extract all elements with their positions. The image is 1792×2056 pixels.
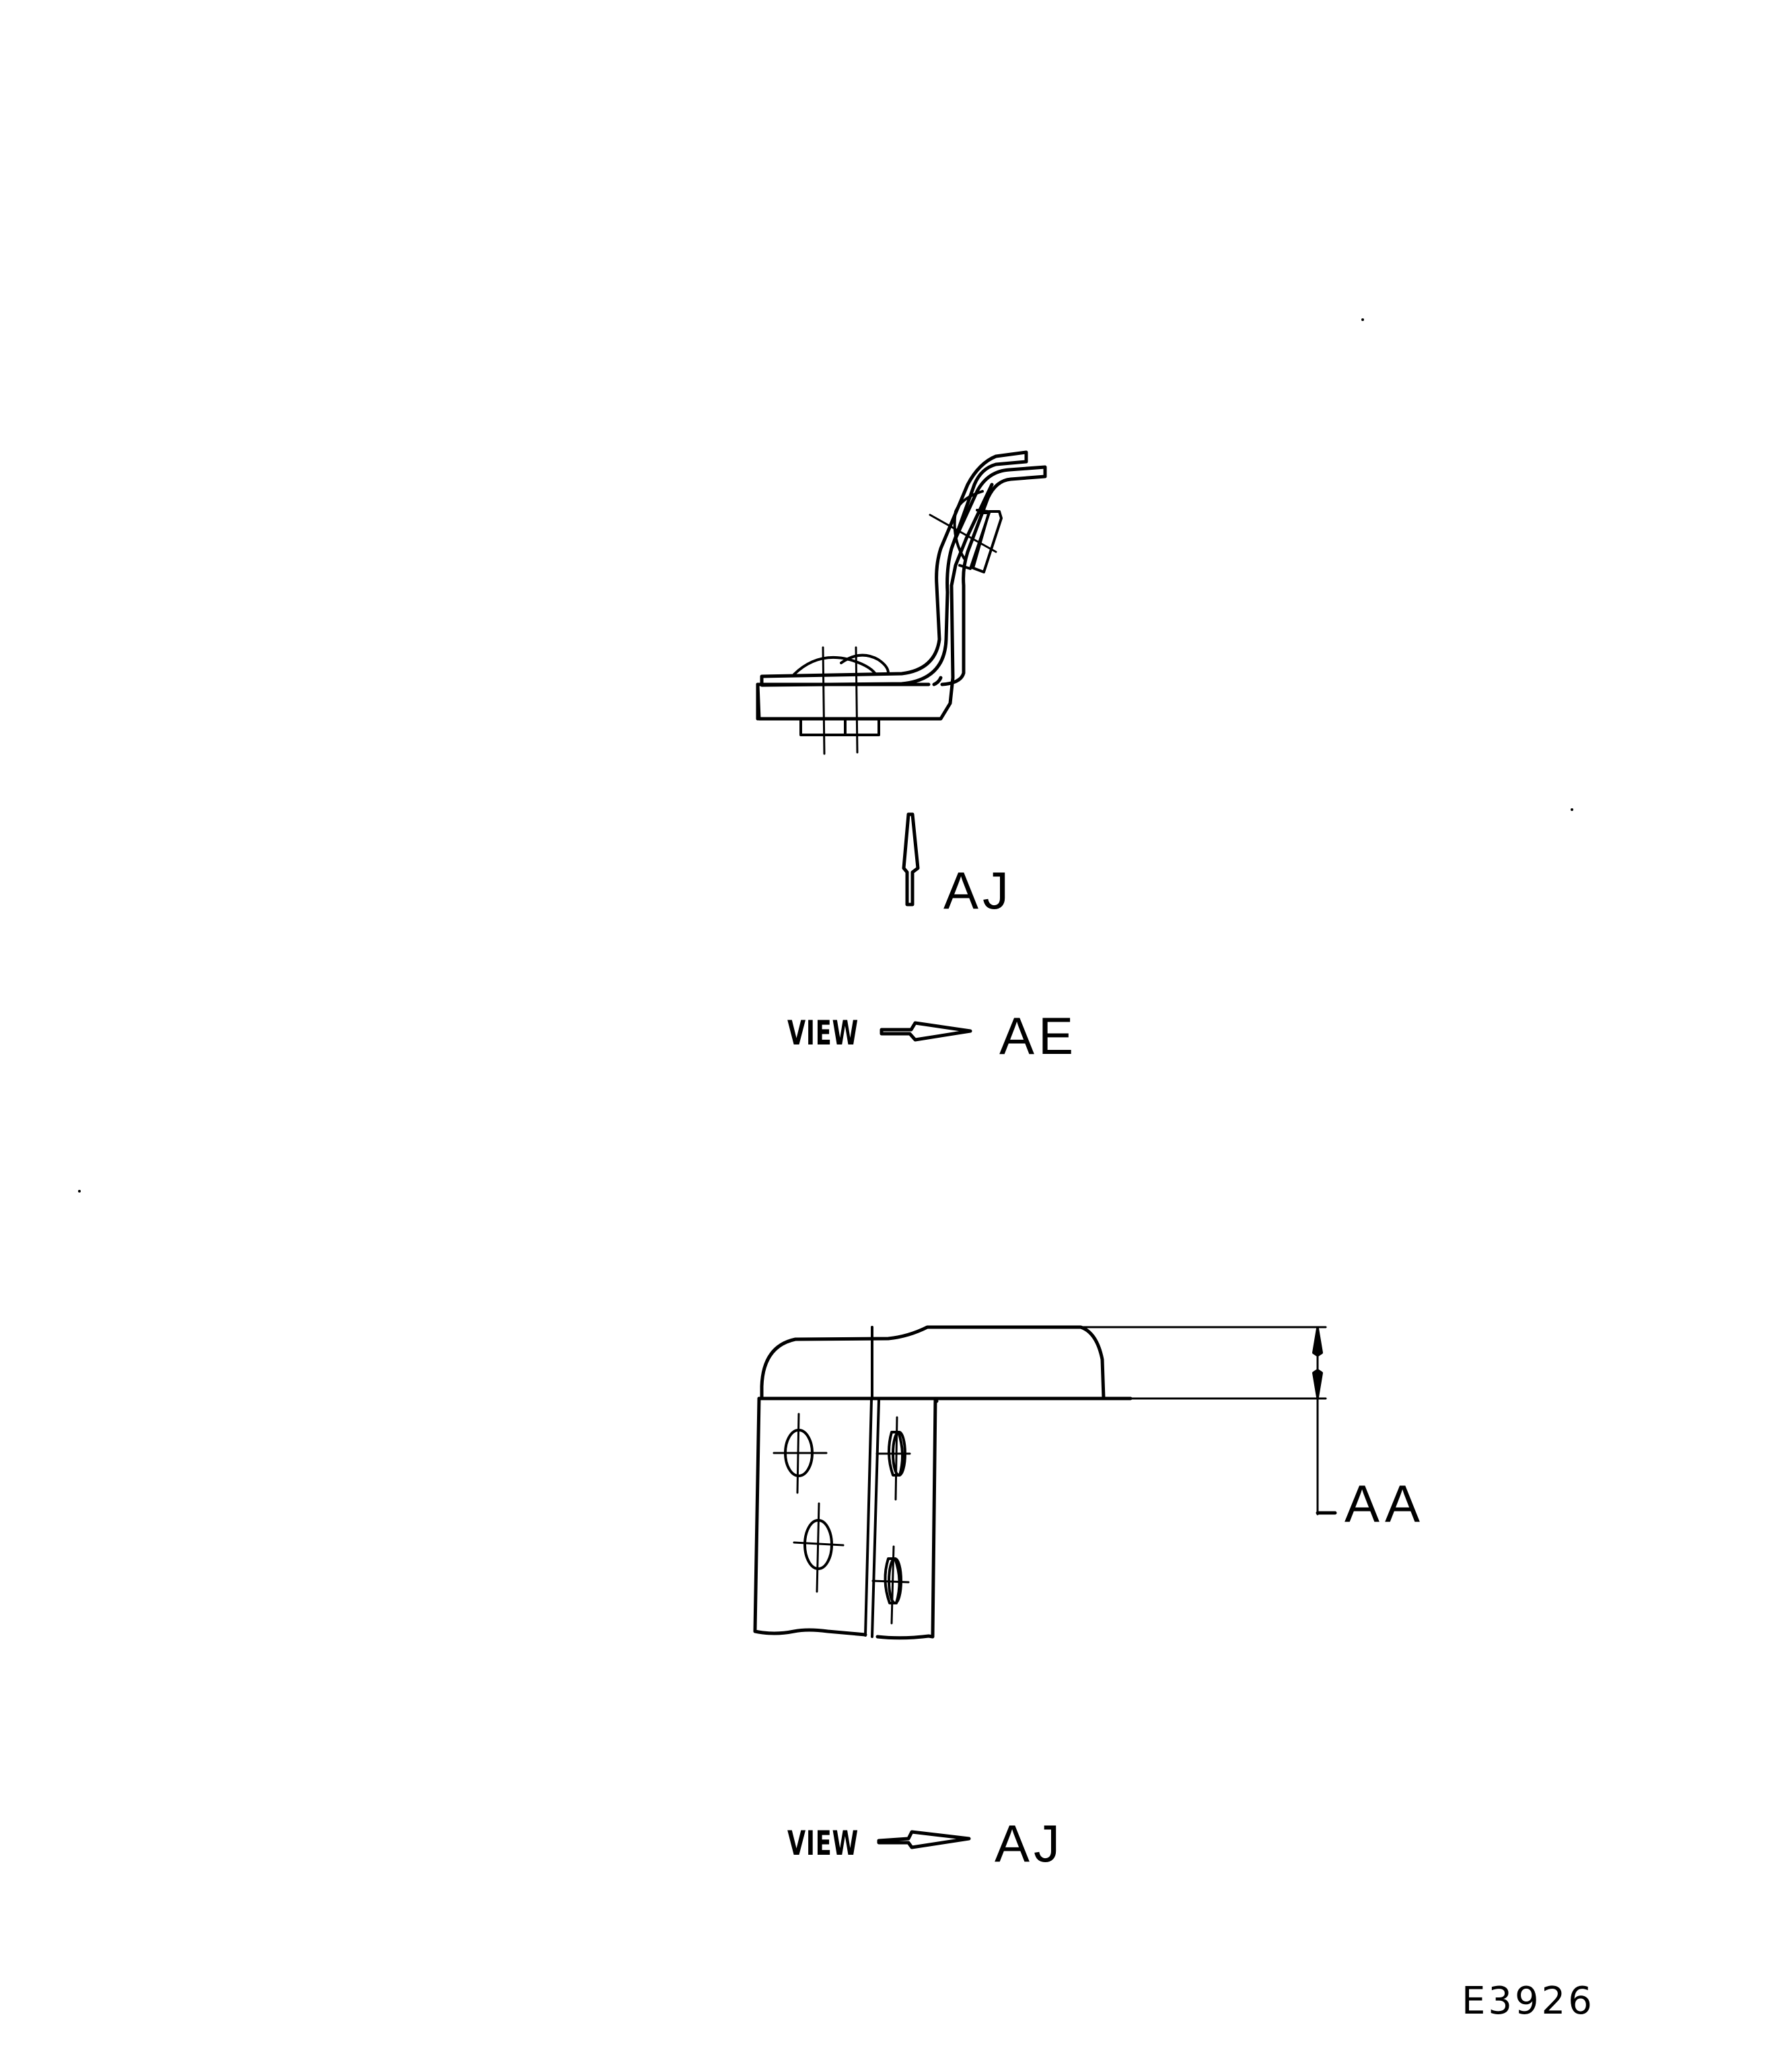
left-holes [784, 1429, 833, 1570]
right-slots [884, 1431, 906, 1604]
upper-bolt [953, 490, 1003, 573]
figure-number: E3926 [1462, 1979, 1595, 2023]
base-centerlines [822, 646, 859, 755]
dimension-aa [1312, 1326, 1337, 1516]
view-arrow-aj [902, 812, 920, 907]
dimension-label: AA [1345, 1474, 1426, 1533]
right-slot-centerlines [871, 1416, 911, 1625]
scan-specks [78, 318, 1573, 1193]
caption-prefix-upper: VIEW [787, 1014, 859, 1053]
caption-id-upper: AE [999, 1006, 1078, 1065]
upper-bolt-centerline [929, 513, 997, 553]
caption-prefix-lower: VIEW [787, 1824, 859, 1863]
view-arrow-label: AJ [943, 861, 1013, 920]
base-bolt-heads [793, 653, 890, 736]
caption-arrow-aj [877, 1830, 971, 1849]
bracket-front [753, 1325, 1327, 1640]
left-hole-centerlines [773, 1413, 845, 1593]
caption-id-lower: AJ [995, 1814, 1065, 1873]
bracket-profile [756, 450, 1047, 721]
caption-arrow-ae [880, 1021, 972, 1042]
